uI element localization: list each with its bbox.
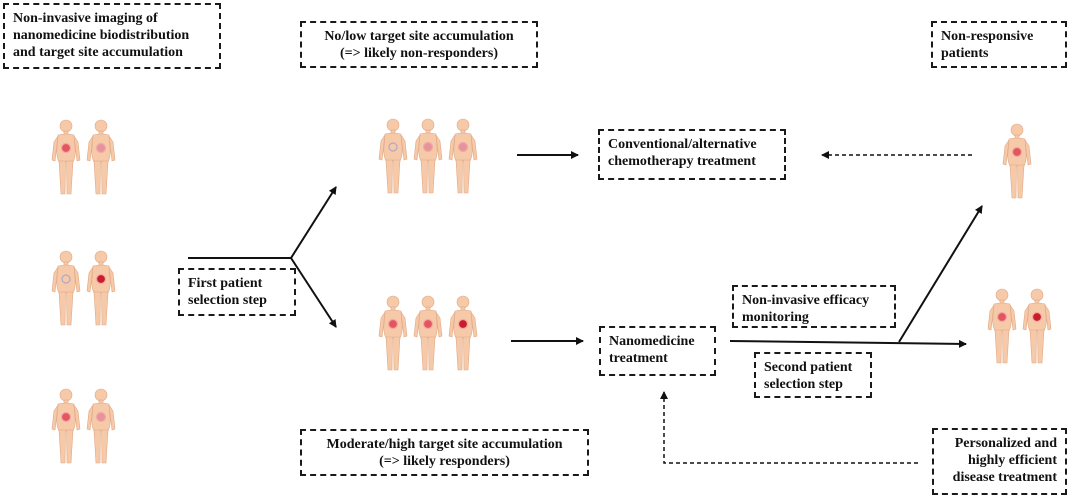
patient-figure	[1022, 288, 1052, 364]
accumulation-spot	[95, 273, 107, 285]
patient-figure	[448, 295, 478, 371]
first-selection-box: First patient selection step	[178, 268, 296, 316]
non-responsive-box: Non-responsive patients	[931, 21, 1067, 68]
arrow-to-non-responders	[290, 186, 337, 259]
responder-patients	[378, 294, 478, 372]
non-responder-patients	[378, 117, 478, 195]
arrow-to-responders	[290, 257, 337, 328]
non-responsive-patients	[1002, 122, 1032, 200]
accumulation-spot	[457, 141, 469, 153]
dashed-arrow-to-nanomedicine	[660, 391, 918, 464]
accumulation-spot	[422, 318, 434, 330]
imaging-box: Non-invasive imaging of nanomedicine bio…	[3, 3, 221, 69]
low-accumulation-box: No/low target site accumulation (=> like…	[300, 21, 538, 68]
initial-patients-middle	[51, 249, 116, 327]
accumulation-spot	[387, 318, 399, 330]
patient-figure	[413, 118, 443, 194]
patient-figure	[378, 118, 408, 194]
accumulation-spot	[60, 142, 72, 154]
nanomedicine-treatment-box: Nanomedicine treatment	[599, 326, 716, 376]
patient-figure	[51, 250, 81, 326]
patient-figure	[86, 250, 116, 326]
accumulation-spot	[1031, 311, 1043, 323]
conventional-treatment-box: Conventional/alternative chemotherapy tr…	[598, 129, 786, 180]
accumulation-spot	[95, 142, 107, 154]
accumulation-spot	[61, 274, 71, 284]
accumulation-spot	[95, 411, 107, 423]
initial-patients-bottom	[51, 387, 116, 465]
initial-patients-top	[51, 118, 116, 196]
patient-figure	[86, 119, 116, 195]
accumulation-spot	[60, 411, 72, 423]
patient-figure	[448, 118, 478, 194]
arrow-to-responsive	[729, 339, 967, 348]
high-accumulation-box: Moderate/high target site accumulation (…	[300, 429, 589, 476]
efficacy-monitoring-box: Non-invasive efficacy monitoring	[732, 285, 896, 328]
personalized-treatment-box: Personalized and highly efficient diseas…	[932, 428, 1067, 495]
accumulation-spot	[422, 141, 434, 153]
patient-figure	[51, 388, 81, 464]
patient-figure	[378, 295, 408, 371]
accumulation-spot	[996, 311, 1008, 323]
patient-figure	[413, 295, 443, 371]
second-selection-box: Second patient selection step	[754, 352, 872, 398]
accumulation-spot	[457, 318, 469, 330]
arrow-to-non-responsive	[898, 205, 983, 343]
accumulation-spot	[388, 142, 398, 152]
patient-figure	[987, 288, 1017, 364]
accumulation-spot	[1011, 146, 1023, 158]
patient-figure	[51, 119, 81, 195]
responsive-patients	[987, 287, 1052, 365]
patient-figure	[1002, 123, 1032, 199]
patient-figure	[86, 388, 116, 464]
